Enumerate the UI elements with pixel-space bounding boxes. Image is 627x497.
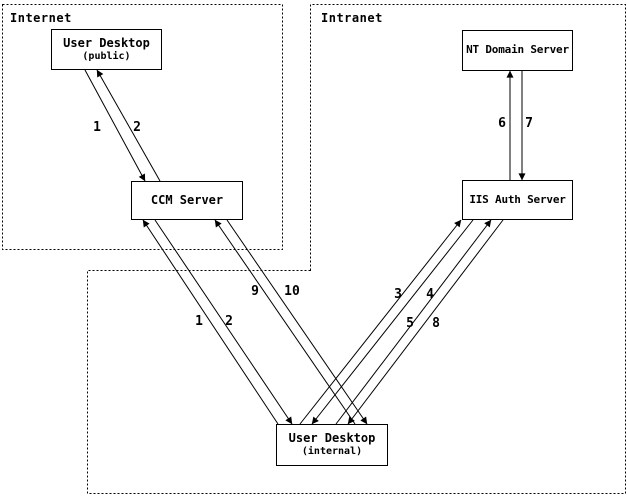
node-user-desktop-public-label: User Desktop — [63, 35, 150, 50]
node-iis-auth-server-label: IIS Auth Server — [469, 192, 566, 206]
node-ccm-server: CCM Server — [131, 181, 243, 220]
edge-step8-iis-to-internal — [347, 219, 504, 425]
edge-label-2-public: 2 — [133, 120, 141, 135]
edge-label-5: 5 — [406, 316, 414, 331]
edge-step5-internal-to-iis — [335, 219, 492, 425]
internet-region-label: Internet — [10, 11, 72, 25]
node-user-desktop-public-qualifier: (public) — [82, 50, 131, 62]
node-user-desktop-public: User Desktop (public) — [51, 29, 162, 70]
edge-step9-internal-to-ccm — [214, 219, 356, 425]
node-nt-domain-server: NT Domain Server — [462, 30, 573, 71]
edge-step1-internal-to-ccm — [142, 219, 279, 425]
edge-label-9: 9 — [251, 284, 259, 299]
edge-step3-internal-to-iis — [299, 219, 462, 425]
intranet-region-border — [87, 4, 626, 494]
edge-step2-ccm-to-public — [96, 69, 161, 182]
node-user-desktop-internal: User Desktop (internal) — [276, 424, 388, 466]
node-user-desktop-internal-qualifier: (internal) — [301, 446, 363, 458]
edge-step2-ccm-to-internal — [154, 219, 293, 425]
internet-region-border — [2, 4, 283, 250]
edge-label-4: 4 — [426, 287, 434, 302]
node-nt-domain-server-label: NT Domain Server — [466, 43, 569, 57]
node-ccm-server-label: CCM Server — [150, 192, 224, 207]
node-user-desktop-internal-label: User Desktop — [288, 431, 376, 446]
edge-label-7: 7 — [525, 116, 533, 131]
edge-step10-ccm-to-internal — [226, 219, 368, 425]
edge-label-8: 8 — [432, 316, 440, 331]
edge-step1-public-to-ccm — [84, 69, 146, 182]
edge-label-1-internal: 1 — [195, 314, 203, 329]
edge-label-6: 6 — [498, 116, 506, 131]
intranet-region-label: Intranet — [321, 11, 383, 25]
edge-label-10: 10 — [284, 284, 300, 299]
edge-label-1-public: 1 — [93, 120, 101, 135]
node-iis-auth-server: IIS Auth Server — [462, 180, 573, 220]
edge-label-2-internal: 2 — [225, 314, 233, 329]
edge-label-3: 3 — [394, 287, 402, 302]
edge-step4-iis-to-internal — [311, 219, 474, 425]
